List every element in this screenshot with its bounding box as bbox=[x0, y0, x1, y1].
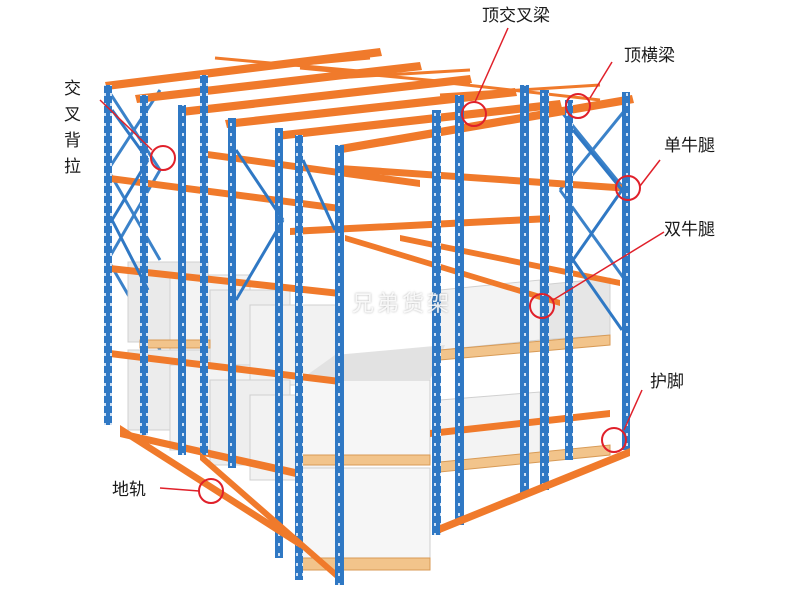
uprights bbox=[104, 75, 630, 585]
label-single-corbel: 单牛腿 bbox=[664, 136, 715, 156]
label-top-beam: 顶横梁 bbox=[624, 46, 675, 66]
label-double-corbel: 双牛腿 bbox=[664, 220, 715, 240]
callout-circles bbox=[150, 93, 641, 504]
callout-single-corbel bbox=[615, 175, 641, 201]
label-cross-back-brace: 交叉背拉 bbox=[64, 79, 81, 177]
callout-foot-guard bbox=[601, 427, 627, 453]
callout-top-cross-beam bbox=[461, 101, 487, 127]
callout-double-corbel bbox=[529, 293, 555, 319]
ground-rails bbox=[120, 425, 630, 578]
callout-cross-brace bbox=[150, 145, 176, 171]
label-ground-rail: 地轨 bbox=[112, 480, 146, 500]
label-top-cross-beam: 顶交叉梁 bbox=[482, 6, 550, 26]
leader-lines bbox=[99, 27, 665, 492]
watermark: 兄弟货架 bbox=[352, 292, 453, 317]
top-beams bbox=[105, 48, 634, 153]
label-foot-guard: 护脚 bbox=[650, 372, 684, 392]
callout-top-beam bbox=[565, 93, 591, 119]
